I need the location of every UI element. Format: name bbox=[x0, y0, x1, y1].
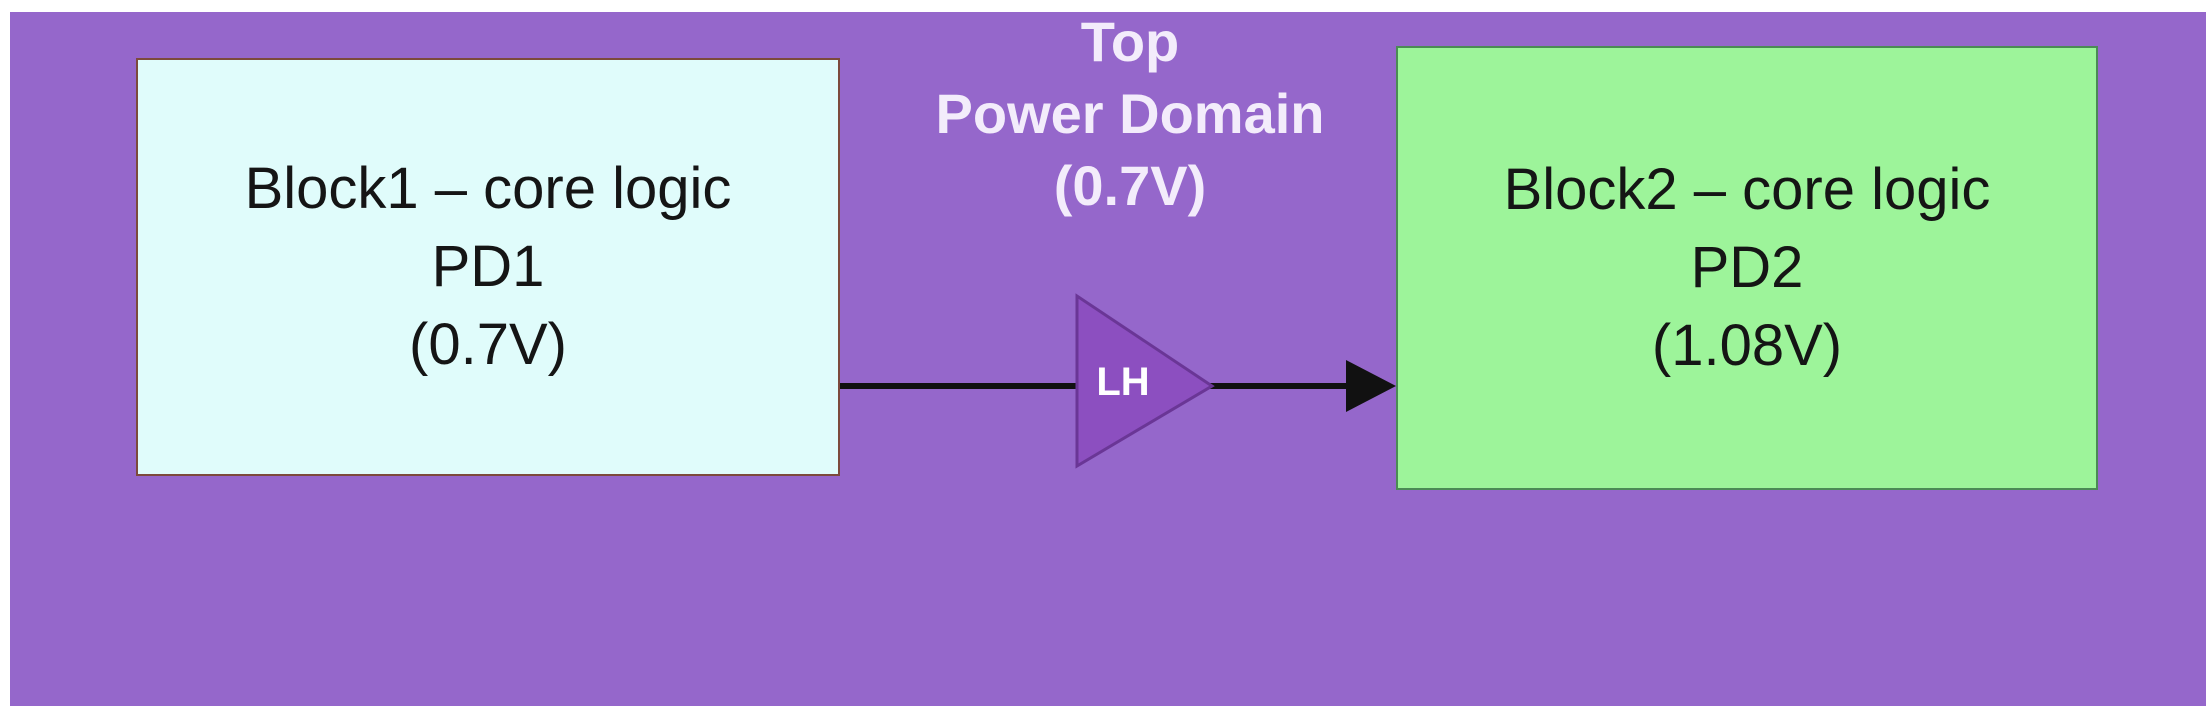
top-domain-title-line-1: Top bbox=[1080, 10, 1180, 73]
block1-pd1: Block1 – core logic PD1 (0.7V) bbox=[136, 58, 840, 476]
block2-domain: PD2 bbox=[1690, 235, 1804, 300]
level-shifter-label: LH bbox=[1096, 360, 1150, 404]
top-domain-title-line-3: (0.7V) bbox=[1053, 154, 1207, 217]
level-shifter-icon bbox=[1075, 293, 1215, 469]
top-domain-title-line-2: Power Domain bbox=[935, 82, 1325, 145]
block2-voltage: (1.08V) bbox=[1651, 313, 1843, 378]
block2-pd2: Block2 – core logic PD2 (1.08V) bbox=[1396, 46, 2098, 490]
block1-voltage: (0.7V) bbox=[409, 312, 567, 377]
block1-name: Block1 – core logic bbox=[244, 156, 732, 221]
top-domain-title: Top Power Domain (0.7V) bbox=[880, 6, 1380, 222]
block1-domain: PD1 bbox=[431, 234, 545, 299]
block2-name: Block2 – core logic bbox=[1503, 157, 1991, 222]
arrowhead-icon bbox=[1346, 360, 1396, 412]
